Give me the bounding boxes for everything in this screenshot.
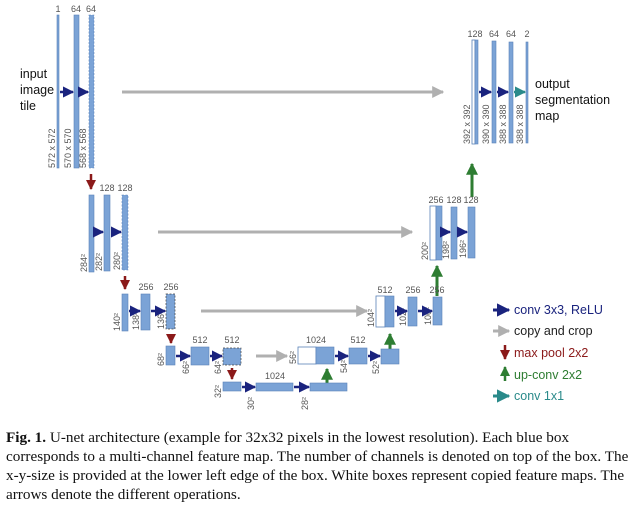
size-label: 28² <box>300 397 310 410</box>
feature-map-box <box>491 40 497 144</box>
size-label: 64² <box>213 361 223 374</box>
copied-feature-map-box <box>375 295 386 328</box>
feature-map-box <box>432 296 443 326</box>
size-label: 284² <box>79 254 89 272</box>
size-label: 52² <box>371 361 381 374</box>
feature-map-box <box>222 347 242 366</box>
copied-feature-map-box <box>297 346 317 365</box>
size-label: 570 x 570 <box>63 128 73 168</box>
size-label: 54² <box>339 360 349 373</box>
size-label: 30² <box>246 397 256 410</box>
size-label: 568 x 568 <box>78 128 88 168</box>
feature-map-box <box>88 14 95 169</box>
size-label: 388 x 388 <box>515 104 525 144</box>
size-label: 572 x 572 <box>47 128 57 168</box>
size-label: 280² <box>112 252 122 270</box>
feature-map-box <box>103 194 111 272</box>
size-label: 200² <box>420 242 430 260</box>
size-label: 136² <box>156 311 166 329</box>
channel-label: 1024 <box>265 371 285 381</box>
feature-map-box <box>407 296 418 327</box>
size-label: 32² <box>213 385 223 398</box>
input-label: tile <box>20 99 36 113</box>
feature-map-box <box>508 41 514 144</box>
size-label: 390 x 390 <box>481 104 491 144</box>
input-label: image <box>20 83 54 97</box>
channel-label: 512 <box>377 285 392 295</box>
caption-text: U-net architecture (example for 32x32 pi… <box>6 429 629 503</box>
channel-label: 256 <box>405 285 420 295</box>
legend: conv 3x3, ReLU copy and crop max pool 2x… <box>493 303 603 403</box>
channel-label: 64 <box>489 29 499 39</box>
feature-map-box <box>309 382 348 392</box>
copied-feature-map-box <box>429 205 437 261</box>
feature-map-box <box>121 194 129 271</box>
feature-map-box <box>165 345 176 366</box>
channel-label: 64 <box>86 4 96 14</box>
unet-architecture-diagram: 1 64 64 572 x 572 570 x 570 568 x 568 in… <box>20 4 610 410</box>
size-label: 68² <box>156 353 166 366</box>
feature-map-box <box>380 348 400 365</box>
copied-feature-map-box <box>471 39 476 145</box>
channel-label: 128 <box>463 195 478 205</box>
output-label: map <box>535 109 559 123</box>
channel-label: 256 <box>138 282 153 292</box>
feature-map-box <box>315 346 335 365</box>
channel-label: 64 <box>506 29 516 39</box>
size-label: 102² <box>398 308 408 326</box>
size-label: 198² <box>441 241 451 259</box>
channel-label: 512 <box>350 335 365 345</box>
size-label: 66² <box>181 361 191 374</box>
feature-map-box <box>450 206 458 260</box>
channel-label: 512 <box>224 335 239 345</box>
channel-label: 1024 <box>306 335 326 345</box>
size-label: 100² <box>423 307 433 325</box>
output-label: output <box>535 77 570 91</box>
channel-label: 256 <box>428 195 443 205</box>
feature-map-box <box>467 206 476 259</box>
input-label: input <box>20 67 48 81</box>
channel-label: 128 <box>467 29 482 39</box>
size-label: 388 x 388 <box>498 104 508 144</box>
size-label: 104² <box>366 309 376 327</box>
size-label: 56² <box>288 351 298 364</box>
channel-label: 128 <box>446 195 461 205</box>
feature-map-box <box>255 382 294 392</box>
legend-label: conv 1x1 <box>514 389 564 403</box>
feature-map-box <box>384 295 395 328</box>
feature-map-box <box>140 293 151 331</box>
channel-label: 256 <box>163 282 178 292</box>
feature-map-box <box>222 381 242 392</box>
channel-label: 512 <box>192 335 207 345</box>
output-label: segmentation <box>535 93 610 107</box>
caption-label: Fig. 1. <box>6 429 47 446</box>
size-label: 138² <box>131 312 141 330</box>
feature-map-box <box>56 14 60 169</box>
size-label: 392 x 392 <box>462 104 472 144</box>
size-label: 282² <box>94 253 104 271</box>
figure-caption: Fig. 1. U-net architecture (example for … <box>6 428 638 504</box>
feature-map-box <box>165 293 176 330</box>
channel-label: 256 <box>429 285 444 295</box>
channel-label: 2 <box>524 29 529 39</box>
feature-map-box <box>190 346 210 366</box>
feature-map-box <box>525 41 529 144</box>
channel-label: 64 <box>71 4 81 14</box>
size-label: 196² <box>458 240 468 258</box>
feature-map-box <box>348 347 368 365</box>
channel-label: 128 <box>117 183 132 193</box>
legend-label: copy and crop <box>514 324 593 338</box>
legend-label: up-conv 2x2 <box>514 368 582 382</box>
channel-label: 1 <box>55 4 60 14</box>
legend-label: max pool 2x2 <box>514 346 588 360</box>
legend-label: conv 3x3, ReLU <box>514 303 603 317</box>
channel-label: 128 <box>99 183 114 193</box>
feature-map-box <box>474 39 479 145</box>
feature-map-box <box>121 293 129 332</box>
size-label: 140² <box>112 313 122 331</box>
